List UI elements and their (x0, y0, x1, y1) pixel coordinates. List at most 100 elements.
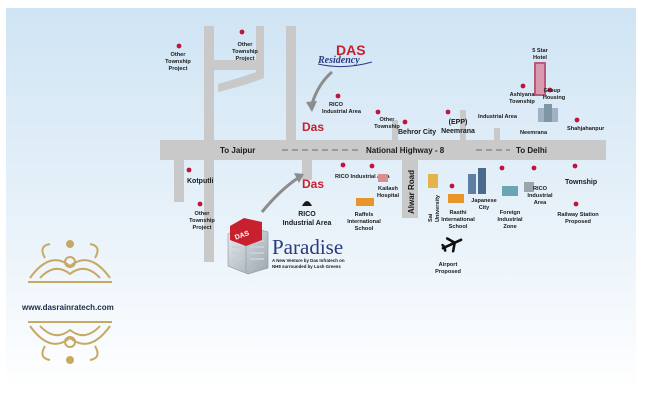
map-pin-icon (402, 119, 408, 125)
svg-text:Township: Township (565, 179, 597, 186)
map-pin-icon (499, 165, 505, 171)
place-japanese-city: Japanese City (468, 168, 497, 211)
map-pin-icon (340, 162, 346, 168)
svg-text:Industrial: Industrial (527, 193, 553, 199)
svg-text:Other: Other (171, 52, 187, 58)
road-network (160, 26, 606, 262)
svg-text:Shahjahanpur: Shahjahanpur (567, 126, 605, 132)
das-top-label: Das (302, 120, 324, 134)
svg-text:Residency: Residency (317, 55, 360, 66)
place-foreign-zone: Foreign Industrial Zone (497, 165, 523, 230)
svg-text:Township: Township (509, 99, 535, 105)
svg-text:Industrial Area: Industrial Area (322, 109, 362, 115)
svg-text:RICO: RICO (298, 211, 316, 218)
alwar-road (402, 160, 418, 218)
svg-text:University: University (435, 194, 441, 222)
svg-text:RICO: RICO (533, 186, 548, 192)
paradise-title: Paradise (272, 235, 343, 259)
svg-text:Industrial: Industrial (497, 217, 523, 223)
place-other-township-1: Other Township Project (165, 43, 191, 72)
place-other-township-4: Other Township Project (189, 201, 215, 231)
place-raffels-school: Raffels International School (347, 198, 381, 232)
place-ashiyana-township: Ashiyana Township (509, 83, 535, 105)
svg-text:City: City (479, 205, 490, 211)
svg-text:Proposed: Proposed (565, 219, 591, 225)
map-pin-icon (375, 109, 381, 115)
ornament-icon (28, 321, 112, 364)
svg-text:Hospital: Hospital (377, 193, 400, 199)
svg-text:(EPP): (EPP) (449, 119, 468, 126)
svg-text:Housing: Housing (543, 95, 566, 101)
svg-text:Japanese: Japanese (471, 198, 497, 204)
map-background (6, 8, 636, 390)
map-pin-icon (520, 83, 526, 89)
das-residency-logo: DAS Residency (317, 42, 373, 68)
map-pin-icon (335, 93, 341, 99)
svg-text:Project: Project (169, 66, 188, 72)
das-bottom-label: Das (302, 177, 324, 191)
place-neemrana: Neemrana (520, 130, 548, 136)
svg-text:Industrial Area: Industrial Area (283, 220, 332, 227)
arrow-icon (310, 70, 333, 105)
svg-text:International: International (441, 217, 475, 223)
place-other-township-3: Other Township (374, 109, 400, 130)
label-to-jaipur: To Jaipur (220, 146, 255, 155)
svg-text:International: International (347, 219, 381, 225)
svg-text:Foreign: Foreign (500, 210, 521, 216)
svg-text:DAS: DAS (336, 42, 366, 58)
website-url: www.dasrainratech.com (21, 303, 114, 312)
svg-text:Other: Other (195, 211, 211, 217)
svg-text:5 Star: 5 Star (532, 48, 548, 54)
svg-text:Other: Other (238, 42, 254, 48)
map-pin-icon (572, 163, 578, 169)
svg-text:RICO Industrial Area: RICO Industrial Area (335, 174, 390, 180)
place-rico-industrial-mid: RICO Industrial Area (335, 162, 390, 180)
svg-text:RICO: RICO (329, 102, 344, 108)
place-rico-industrial-top: RICO Industrial Area (322, 93, 362, 115)
place-shahjahanpur: Shahjahanpur (567, 117, 605, 132)
arrow-icon (260, 176, 299, 213)
map-pin-icon (176, 43, 182, 49)
svg-text:Rasthi: Rasthi (449, 210, 467, 216)
map-pin-icon (574, 117, 580, 123)
svg-text:Area: Area (534, 200, 547, 206)
svg-text:Railway Station: Railway Station (557, 212, 599, 218)
place-rico-industrial-bottom: RICO Industrial Area (283, 201, 332, 227)
label-to-delhi: To Delhi (516, 146, 547, 155)
svg-text:Project: Project (236, 56, 255, 62)
map-pin-icon (573, 201, 579, 207)
paradise-tagline-2: NH8 surrounded by Lush Greens (272, 264, 341, 269)
svg-text:Zone: Zone (503, 224, 516, 230)
hotel-building-icon (534, 62, 546, 96)
label-alwar-road: Alwar Road (407, 170, 416, 214)
svg-text:Behror City: Behror City (398, 129, 436, 136)
svg-text:School: School (449, 224, 468, 230)
svg-text:Group: Group (544, 88, 561, 94)
svg-text:School: School (355, 226, 374, 232)
map-pin-icon (449, 183, 455, 189)
svg-text:Project: Project (193, 225, 212, 231)
svg-text:Township: Township (232, 49, 258, 55)
svg-text:Industrial Area: Industrial Area (478, 114, 518, 120)
paradise-building: DAS (227, 218, 269, 275)
place-kotputli: Kotputli (186, 167, 213, 185)
svg-text:Airport: Airport (439, 262, 458, 268)
map-pin-icon (547, 87, 553, 93)
svg-text:Neemrana: Neemrana (520, 130, 548, 136)
svg-text:Kotputli: Kotputli (187, 178, 213, 185)
place-airport: Airport Proposed (435, 237, 463, 275)
place-rasthi-school: Rasthi International School (441, 183, 475, 230)
svg-text:Neemrana: Neemrana (441, 128, 475, 135)
map-pin-icon (369, 163, 375, 169)
svg-text:Other: Other (380, 117, 396, 123)
place-other-township-2: Other Township Project (232, 29, 258, 62)
svg-text:Township: Township (189, 218, 215, 224)
place-rico-industrial-right: RICO Industrial Area (524, 165, 553, 206)
map-pin-icon (239, 29, 245, 35)
paradise-tagline-1: A New Venture by Das Infratech on (272, 258, 345, 263)
place-epp-neemrana: (EPP) Neemrana (441, 109, 475, 135)
svg-text:Sai: Sai (428, 213, 434, 222)
place-township: Township (565, 163, 597, 186)
